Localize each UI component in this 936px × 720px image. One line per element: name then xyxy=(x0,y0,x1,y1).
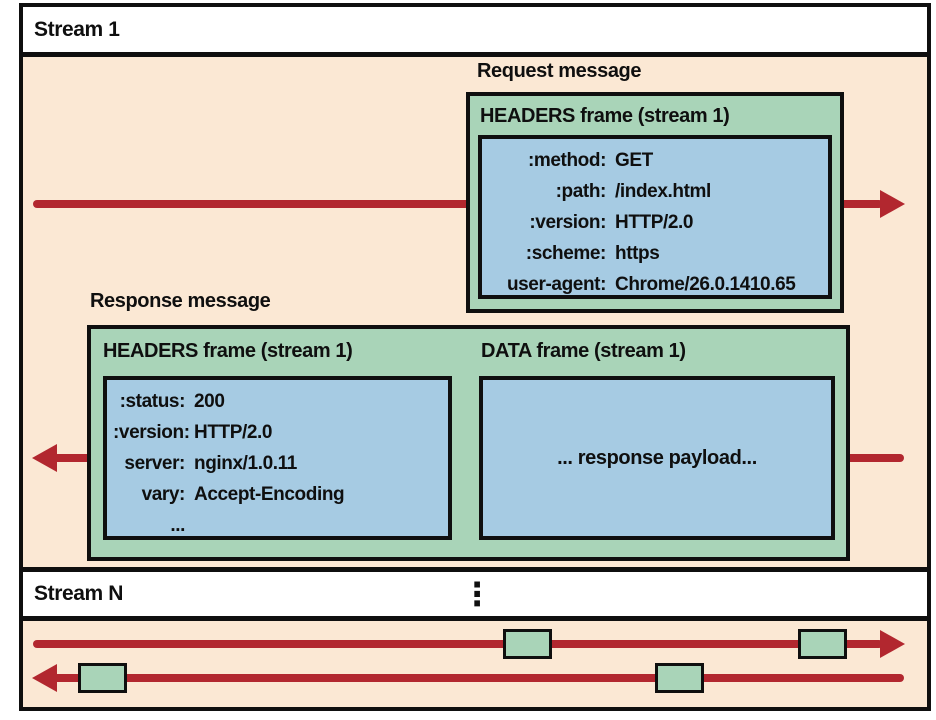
header-row: server: nginx/1.0.11 xyxy=(113,448,440,479)
stream1-title-band: Stream 1 xyxy=(23,7,927,57)
frame-chip xyxy=(78,663,127,693)
streamN-area xyxy=(23,621,927,707)
header-row: ... xyxy=(113,510,440,541)
header-row: :version: HTTP/2.0 xyxy=(488,207,820,238)
vertical-ellipsis-icon: ⋮ xyxy=(461,575,493,613)
response-payload-text: ... response payload... xyxy=(557,446,757,469)
header-row: :scheme: https xyxy=(488,238,820,269)
response-message-label: Response message xyxy=(90,290,271,312)
streamN-request-arrow-line xyxy=(33,640,883,648)
request-message-label: Request message xyxy=(477,60,642,82)
header-row: :method: GET xyxy=(488,145,820,176)
header-value: HTTP/2.0 xyxy=(615,212,694,233)
header-row: vary: Accept-Encoding xyxy=(113,479,440,510)
request-headers-frame-box: HEADERS frame (stream 1) :method: GET :p… xyxy=(466,92,844,313)
response-frames-box: HEADERS frame (stream 1) DATA frame (str… xyxy=(87,325,850,561)
streamN-response-arrowhead-left-icon xyxy=(32,664,57,692)
header-key: ... xyxy=(170,515,185,536)
streamN-label: Stream N xyxy=(34,582,124,605)
header-row: user-agent: Chrome/26.0.1410.65 xyxy=(488,269,820,300)
response-headers-list: :status: 200 :version: HTTP/2.0 server: … xyxy=(103,376,452,540)
frame-chip xyxy=(798,629,847,659)
header-key: vary: xyxy=(141,484,186,505)
header-value: Accept-Encoding xyxy=(194,484,345,505)
header-key: server: xyxy=(124,453,185,474)
header-value xyxy=(194,510,440,541)
header-value: nginx/1.0.11 xyxy=(194,453,297,474)
header-key: :scheme: xyxy=(525,243,607,264)
response-arrowhead-left-icon xyxy=(32,444,57,472)
request-arrow-line xyxy=(33,200,883,208)
request-arrowhead-right-icon xyxy=(880,190,905,218)
header-value: GET xyxy=(615,150,653,171)
request-headers-list: :method: GET :path: /index.html :version… xyxy=(478,135,832,299)
response-data-payload-box: ... response payload... xyxy=(479,376,835,540)
response-data-frame-title: DATA frame (stream 1) xyxy=(481,340,686,362)
header-row: :version: HTTP/2.0 xyxy=(113,417,440,448)
frame-chip xyxy=(503,629,552,659)
header-key: user-agent: xyxy=(506,274,606,295)
header-row: :path: /index.html xyxy=(488,176,820,207)
header-key: :version: xyxy=(529,212,606,233)
header-key: :status: xyxy=(119,391,186,412)
header-value: https xyxy=(615,243,660,264)
header-value: HTTP/2.0 xyxy=(194,422,273,443)
request-headers-frame-title: HEADERS frame (stream 1) xyxy=(480,105,730,127)
header-value: 200 xyxy=(194,391,225,412)
response-headers-frame-title: HEADERS frame (stream 1) xyxy=(103,340,353,362)
header-row: :status: 200 xyxy=(113,386,440,417)
response-headers-rows: :status: 200 :version: HTTP/2.0 server: … xyxy=(107,380,448,541)
header-value: Chrome/26.0.1410.65 xyxy=(615,274,796,295)
streamN-title-band: Stream N xyxy=(23,567,927,621)
streamN-response-arrow-line xyxy=(40,674,904,682)
stream1-label: Stream 1 xyxy=(34,17,120,41)
header-key: :method: xyxy=(527,150,606,171)
request-headers-rows: :method: GET :path: /index.html :version… xyxy=(482,139,828,300)
header-value: /index.html xyxy=(615,181,711,202)
streamN-request-arrowhead-right-icon xyxy=(880,630,905,658)
header-key: :path: xyxy=(555,181,607,202)
header-key: :version: xyxy=(113,422,190,443)
frame-chip xyxy=(655,663,704,693)
